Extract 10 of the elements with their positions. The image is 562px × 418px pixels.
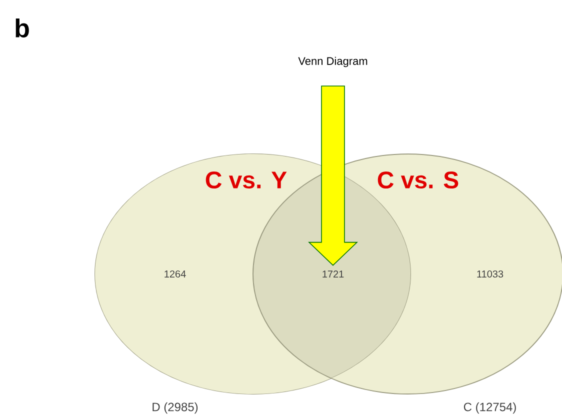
count-label: 1264 xyxy=(164,270,186,278)
set-label: C vs. Y xyxy=(206,172,287,188)
block-arrow xyxy=(308,86,358,266)
set-size-label: C (12754) xyxy=(464,402,516,414)
panel-letter: b xyxy=(16,18,29,38)
set-size-label: D (2985) xyxy=(152,402,198,414)
count-label: 11033 xyxy=(477,270,504,278)
count-label: 1721 xyxy=(322,270,344,278)
set-label: C vs. S xyxy=(378,172,458,188)
title: Venn Diagram xyxy=(298,56,368,68)
